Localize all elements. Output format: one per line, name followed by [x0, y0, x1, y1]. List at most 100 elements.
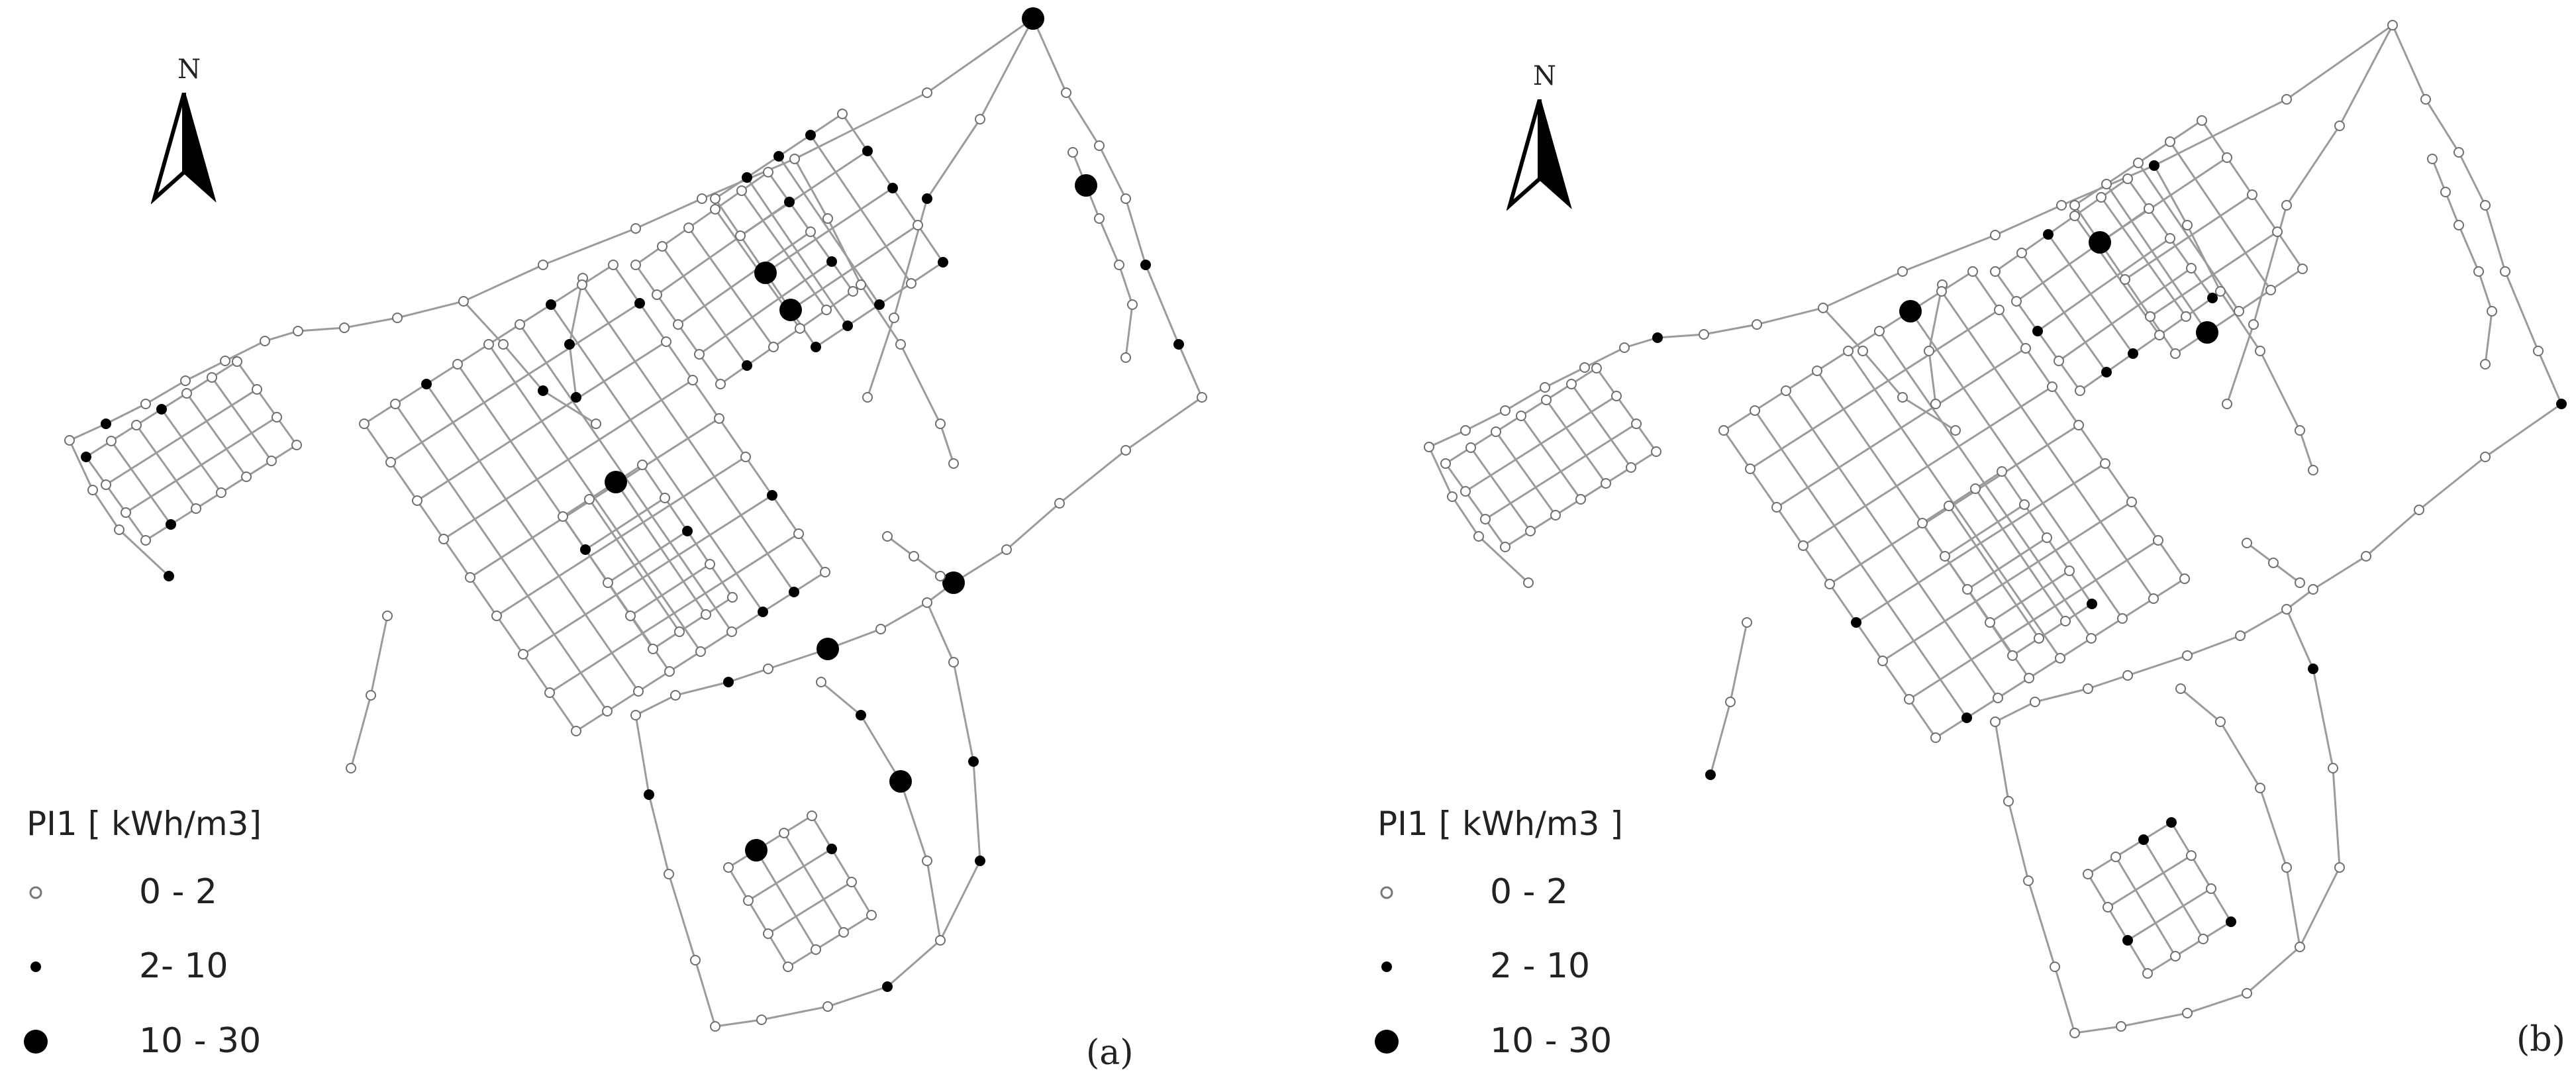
node-class-low: [1127, 299, 1138, 310]
node-class-low: [291, 440, 302, 450]
node-class-low: [683, 222, 694, 233]
node-class-low: [2182, 650, 2193, 661]
node-class-low: [1424, 442, 1434, 452]
node-class-low: [2268, 558, 2279, 568]
node-class-mid: [1173, 339, 1184, 350]
node-class-low: [1447, 491, 1458, 502]
node-class-low: [2308, 465, 2318, 475]
node-class-low: [783, 961, 793, 972]
node-class-mid: [644, 789, 654, 800]
node-class-low: [975, 114, 985, 124]
node-class-low: [558, 511, 568, 522]
legend-label: 10 - 30: [1490, 1021, 1612, 1061]
node-class-low: [837, 109, 848, 119]
node-class-low: [1523, 577, 1534, 588]
node-class-low: [1924, 346, 1934, 356]
node-class-low: [714, 413, 724, 424]
node-class-high: [2089, 231, 2111, 254]
node-class-low: [697, 193, 707, 204]
node-class-low: [515, 319, 525, 330]
node-class-low: [2265, 285, 2276, 295]
node-class-low: [346, 763, 356, 773]
pipe-segment: [634, 714, 717, 1027]
node-class-high: [2196, 321, 2218, 344]
node-class-low: [544, 687, 555, 698]
node-class-low: [591, 419, 601, 429]
legend-a: PI1 [ kWh/m3] 0 - 2 2- 10 10 - 30: [24, 805, 490, 1083]
node-class-mid: [975, 856, 985, 866]
node-class-low: [465, 572, 475, 583]
node-class-low: [1626, 462, 1636, 473]
node-class-low: [2142, 968, 2153, 979]
pipe-segment: [1908, 539, 2159, 701]
large-dot-icon: [1375, 1030, 1399, 1054]
pipe-segment: [2079, 297, 2213, 392]
pipe-segment: [2170, 822, 2232, 922]
node-class-low: [101, 479, 111, 490]
node-class-low: [2206, 883, 2216, 894]
node-class-low: [2222, 399, 2232, 409]
node-class-low: [2103, 902, 2113, 912]
node-class-low: [1818, 303, 1828, 313]
node-class-low: [2272, 226, 2283, 237]
node-class-low: [822, 1001, 833, 1012]
node-class-low: [1858, 346, 1868, 356]
node-class-low: [2235, 630, 2246, 641]
node-class-low: [140, 399, 151, 409]
node-class-low: [2281, 604, 2292, 615]
node-class-low: [1843, 346, 1854, 356]
node-class-low: [922, 856, 932, 866]
pipe-segment: [585, 497, 666, 551]
node-class-low: [710, 204, 720, 215]
pipe-segment: [568, 277, 584, 398]
node-class-low: [743, 895, 754, 906]
pipe-segment: [85, 456, 147, 541]
node-class-low: [2255, 783, 2265, 793]
pipe-segment: [811, 815, 873, 916]
node-class-low: [1541, 395, 1552, 405]
node-class-low: [2165, 233, 2175, 244]
map-panel-a: N PI1 [ kWh/m3] 0 - 2 2- 10 10 - 30 (a): [24, 7, 1207, 1083]
pipe-segment: [720, 290, 854, 385]
node-class-low: [1094, 213, 1105, 224]
pipe-segment: [1995, 177, 2128, 273]
node-class-low: [2100, 458, 2110, 469]
node-class-low: [1611, 391, 1622, 401]
node-class-low: [1460, 425, 1471, 436]
node-class-low: [602, 706, 613, 716]
pipe-segment: [2147, 920, 2232, 975]
pipe-segment: [1485, 422, 1637, 520]
node-class-low: [1781, 385, 1791, 396]
pipe-segment: [2127, 887, 2212, 942]
node-class-low: [789, 154, 800, 164]
node-class-low: [1540, 382, 1550, 393]
node-class-mid: [882, 981, 893, 992]
legend-item-mid: 2 - 10: [1377, 944, 1775, 990]
node-class-low: [2186, 263, 2197, 273]
pipe-segment: [1595, 368, 1658, 452]
node-class-low: [1874, 326, 1885, 336]
node-class-low: [2064, 566, 2075, 576]
pipe-segment: [699, 260, 832, 356]
pipe-segment: [748, 848, 832, 902]
node-class-low: [652, 289, 662, 300]
legend-title: PI1 [ kWh/m3 ]: [1377, 805, 1623, 843]
node-class-low: [2473, 266, 2484, 277]
node-class-low: [2003, 796, 2014, 807]
node-class-low: [1440, 458, 1451, 469]
node-class-low: [2011, 296, 2022, 307]
node-class-low: [1936, 286, 1947, 297]
legend-item-high: 10 - 30: [1375, 1018, 1775, 1065]
node-class-low: [948, 458, 959, 469]
node-class-low: [2030, 697, 2040, 707]
pipe-segment: [783, 832, 845, 933]
node-class-mid: [784, 197, 795, 207]
pipe-segment: [2180, 687, 2301, 948]
pipe-segment: [1856, 462, 2106, 624]
node-class-low: [793, 528, 804, 539]
pipe-segment: [1776, 347, 2026, 509]
node-class-mid: [2226, 916, 2236, 927]
node-class-low: [2197, 115, 2207, 126]
network-map-b: [1424, 20, 2567, 1038]
node-class-low: [1824, 579, 1835, 589]
